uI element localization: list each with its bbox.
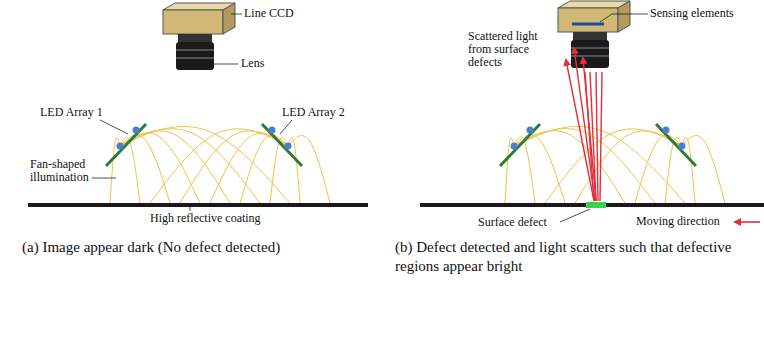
light-ray	[682, 136, 725, 203]
leader-lines	[560, 14, 648, 222]
caption: (a) Image appear dark (No defect detecte…	[22, 238, 372, 257]
part-label: Surface defect	[478, 216, 568, 229]
line-ccd-camera	[163, 3, 235, 70]
light-ray	[514, 129, 655, 203]
light-ray	[120, 127, 290, 203]
part-label: Fan-shaped illumination	[30, 158, 94, 184]
fan-illumination	[110, 126, 725, 203]
led-array	[106, 124, 302, 166]
light-ray	[120, 131, 230, 203]
part-label: Moving direction	[636, 215, 732, 228]
light-ray	[120, 129, 260, 203]
light-ray	[545, 129, 682, 203]
part-label: Lens	[241, 57, 301, 70]
scattered-light	[566, 48, 602, 201]
coating-surface	[28, 203, 368, 207]
sensing-elements	[572, 23, 604, 26]
light-ray	[180, 131, 288, 203]
line-ccd-camera	[558, 1, 630, 68]
light-ray	[514, 131, 625, 203]
part-label: High reflective coating	[150, 212, 290, 225]
light-ray	[150, 129, 288, 203]
part-label: LED Array 2	[282, 106, 362, 119]
caption: (b) Defect detected and light scatters s…	[395, 238, 759, 276]
part-label: Scattered light from surface defects	[468, 30, 550, 69]
coating-surface	[420, 203, 764, 207]
leader-lines	[92, 14, 292, 211]
surface-defect	[586, 202, 606, 208]
light-ray	[288, 136, 330, 203]
light-ray	[120, 133, 200, 203]
part-label: Sensing elements	[650, 7, 760, 20]
moving-direction-arrow	[735, 221, 760, 223]
part-label: LED Array 1	[40, 106, 120, 119]
part-label: Line CCD	[244, 7, 324, 20]
